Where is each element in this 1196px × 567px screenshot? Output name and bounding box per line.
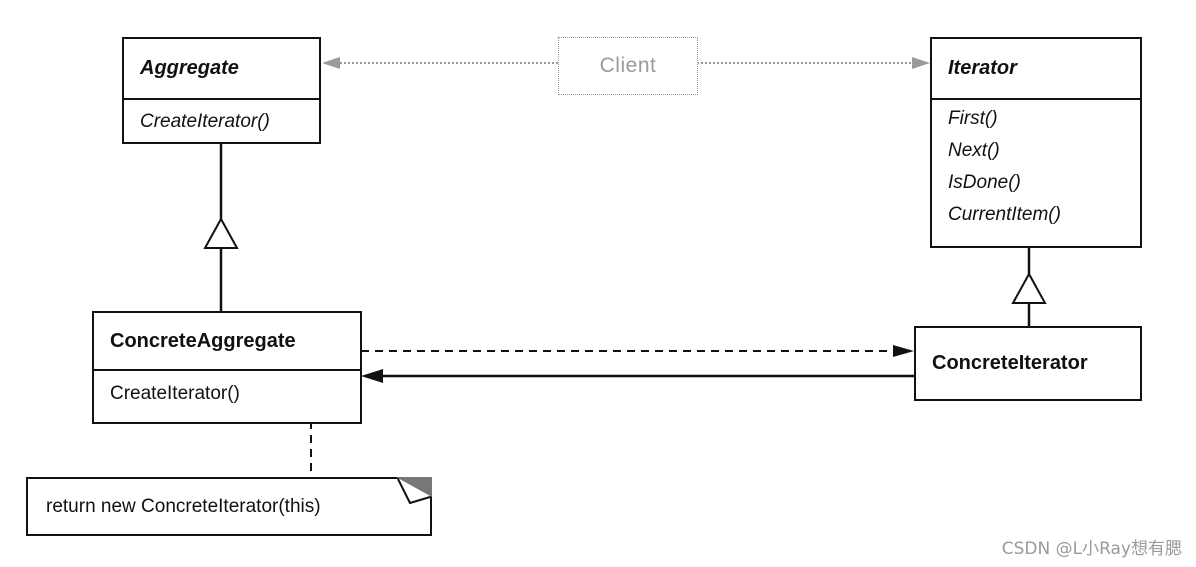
concrete-aggregate-class-name: ConcreteAggregate	[110, 329, 296, 352]
create-dependency-arrowhead	[893, 345, 914, 357]
aggregate-operations: CreateIterator()	[124, 98, 319, 144]
concrete-aggregate-op-create-iterator: CreateIterator()	[110, 383, 240, 404]
concrete-iterator-class-box: ConcreteIterator	[914, 326, 1142, 401]
concrete-iterator-class-name: ConcreteIterator	[932, 352, 1088, 374]
note-folded-corner-icon	[396, 477, 432, 505]
iterator-operations: First() Next() IsDone() CurrentItem()	[932, 98, 1140, 237]
client-label: Client	[599, 54, 657, 77]
iterator-op-currentitem: CurrentItem()	[948, 204, 1061, 225]
aggregate-class-name: Aggregate	[140, 57, 239, 79]
iterator-aggregate-arrowhead	[361, 369, 383, 383]
concrete-aggregate-class-box: ConcreteAggregate CreateIterator()	[92, 311, 362, 424]
iterator-op-isdone: IsDone()	[948, 172, 1021, 193]
note-text: return new ConcreteIterator(this)	[46, 495, 321, 517]
iterator-class-name: Iterator	[948, 57, 1017, 79]
concrete-aggregate-operations: CreateIterator()	[94, 369, 360, 416]
client-iterator-arrowhead	[912, 57, 930, 69]
implementation-note: return new ConcreteIterator(this)	[26, 477, 432, 536]
watermark: CSDN @L小Ray想有腮	[1001, 539, 1182, 559]
iterator-op-first: First()	[948, 108, 998, 129]
iterator-generalization-triangle	[1011, 271, 1047, 304]
client-box: Client	[558, 37, 698, 95]
aggregate-generalization-triangle	[203, 216, 239, 249]
client-aggregate-arrowhead	[322, 57, 340, 69]
iterator-class-box: Iterator First() Next() IsDone() Current…	[930, 37, 1142, 248]
aggregate-op-create-iterator: CreateIterator()	[140, 111, 270, 132]
aggregate-class-box: Aggregate CreateIterator()	[122, 37, 321, 144]
iterator-op-next: Next()	[948, 140, 1000, 161]
